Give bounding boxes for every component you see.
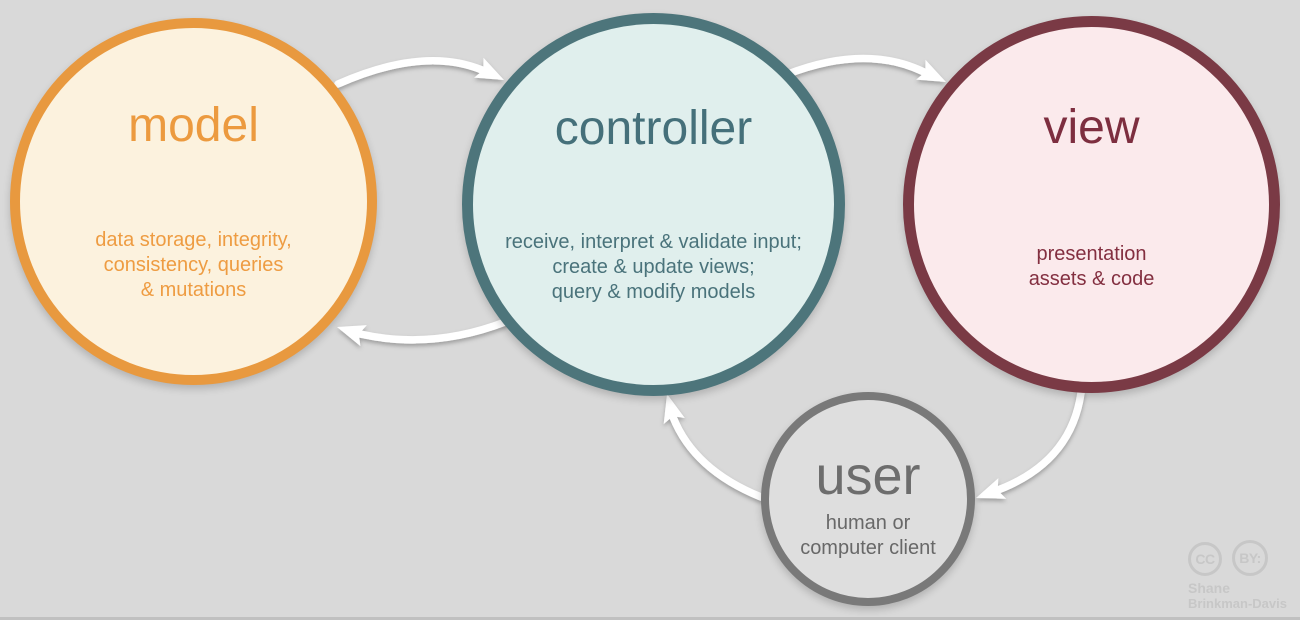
- node-view-desc-line-2: assets & code: [1028, 268, 1155, 290]
- node-view-title: view: [1043, 101, 1140, 154]
- attribution-name-line-1: Shane: [1188, 580, 1231, 596]
- node-controller-desc-line-2: create & update views;: [552, 256, 755, 278]
- node-model-title: model: [128, 99, 259, 152]
- node-view: view presentation assets & code: [903, 16, 1280, 393]
- attribution: CC BY: Shane Brinkman-Davis: [1188, 540, 1298, 611]
- arrow-model-to-controller: [334, 56, 504, 88]
- node-user-desc-line-2: computer client: [800, 537, 936, 559]
- node-controller-title: controller: [554, 102, 753, 155]
- arrow-controller-to-model: [337, 318, 509, 347]
- node-user-description: human or computer client: [769, 511, 967, 561]
- cc-badge-label: CC: [1195, 551, 1215, 567]
- arrow-view-to-user: [976, 389, 1085, 499]
- bottom-edge-divider: [0, 617, 1300, 620]
- node-user-title: user: [815, 446, 921, 506]
- arrow-controller-to-view: [784, 54, 946, 82]
- node-view-desc-line-1: presentation: [1036, 243, 1147, 265]
- license-badges: CC BY:: [1188, 540, 1298, 576]
- node-model-description: data storage, integrity, consistency, qu…: [20, 228, 367, 303]
- cc-badge-icon: CC: [1188, 542, 1222, 576]
- node-controller-desc-line-1: receive, interpret & validate input;: [505, 231, 802, 253]
- by-badge-label: BY:: [1239, 550, 1261, 566]
- arrow-user-to-controller: [663, 394, 765, 501]
- node-controller: controller receive, interpret & validate…: [462, 13, 845, 396]
- node-model-desc-line-2: consistency, queries: [103, 254, 284, 276]
- node-model-desc-line-1: data storage, integrity,: [95, 229, 292, 251]
- node-controller-desc-line-3: query & modify models: [551, 281, 756, 303]
- node-view-description: presentation assets & code: [914, 242, 1269, 292]
- attribution-name-line-2: Brinkman-Davis: [1188, 596, 1287, 611]
- node-model: model data storage, integrity, consisten…: [10, 18, 377, 385]
- node-controller-description: receive, interpret & validate input; cre…: [473, 230, 834, 305]
- node-user: user human or computer client: [761, 392, 975, 606]
- node-model-desc-line-3: & mutations: [140, 279, 247, 301]
- by-badge-icon: BY:: [1232, 540, 1268, 576]
- node-user-desc-line-1: human or: [825, 512, 911, 534]
